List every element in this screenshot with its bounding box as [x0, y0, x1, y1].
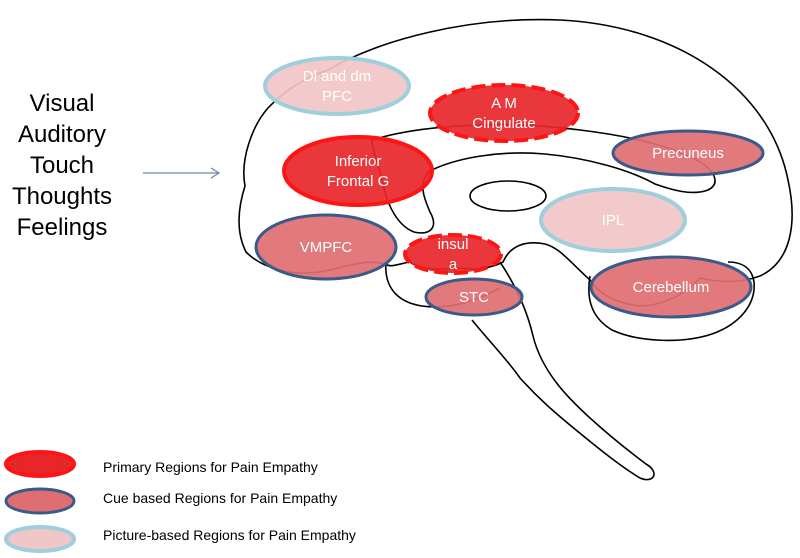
arrow [143, 167, 221, 179]
cerebellum-outline [588, 261, 755, 342]
region-cerebellum: Cerebellum [589, 255, 753, 319]
region-cerebellum-ellipse [589, 255, 753, 319]
brain-outline [238, 18, 793, 481]
region-precuneus-label: Precuneus [652, 145, 724, 162]
corpus-callosum-outline [371, 124, 716, 234]
legend-label-cue: Cue based Regions for Pain Empathy [103, 490, 338, 506]
legend-swatch-picture [4, 525, 76, 553]
region-stc-label: STC [459, 289, 489, 306]
input-touch: Touch [29, 152, 95, 179]
region-am-cingulate-ellipse [428, 83, 580, 143]
brainstem-outline [471, 261, 655, 481]
region-am-cingulate: A M Cingulate [428, 83, 580, 143]
region-stc: STC [424, 277, 524, 317]
region-precuneus: Precuneus [611, 129, 765, 177]
region-inferior-frontal-g-label: Inferior [335, 153, 382, 170]
region-ipl-label: IPL [602, 212, 625, 229]
thalamus-outline [469, 180, 547, 212]
legend-swatch-cue [4, 487, 76, 515]
region-dl-dm-pfc-label: PFC [322, 88, 352, 105]
legend-label-primary: Primary Regions for Pain Empathy [103, 459, 318, 475]
region-ipl-ellipse [539, 187, 687, 253]
cerebrum-outline [238, 18, 793, 307]
input-feelings: Feelings [16, 214, 108, 241]
region-stc-ellipse [424, 277, 524, 317]
region-inferior-frontal-g-ellipse [282, 135, 434, 207]
input-visual: Visual [29, 90, 95, 117]
legend-swatch-primary [4, 450, 76, 478]
region-dl-dm-pfc-ellipse [263, 56, 411, 116]
region-cerebellum-label: Cerebellum [633, 279, 710, 296]
region-insula: insul a [403, 233, 503, 275]
region-vmpfc: VMPFC [254, 213, 398, 281]
input-thoughts: Thoughts [11, 183, 113, 210]
region-dl-dm-pfc-label: Dl and dm [303, 68, 371, 85]
legend-label-picture: Picture-based Regions for Pain Empathy [103, 527, 356, 543]
region-dl-dm-pfc: Dl and dm PFC [263, 56, 411, 116]
region-ipl: IPL [539, 187, 687, 253]
sensory-input-list: Visual Auditory Touch Thoughts Feelings [0, 88, 124, 243]
region-vmpfc-ellipse [254, 213, 398, 281]
region-precuneus-ellipse [611, 129, 765, 177]
region-insula-label: a [449, 256, 458, 273]
region-vmpfc-label: VMPFC [300, 239, 353, 256]
region-am-cingulate-label: A M [491, 95, 517, 112]
region-insula-label: insul [438, 236, 469, 253]
region-am-cingulate-label: Cingulate [472, 115, 535, 132]
region-insula-ellipse [403, 233, 503, 275]
input-auditory: Auditory [17, 121, 107, 148]
region-inferior-frontal-g-label: Frontal G [327, 173, 390, 190]
